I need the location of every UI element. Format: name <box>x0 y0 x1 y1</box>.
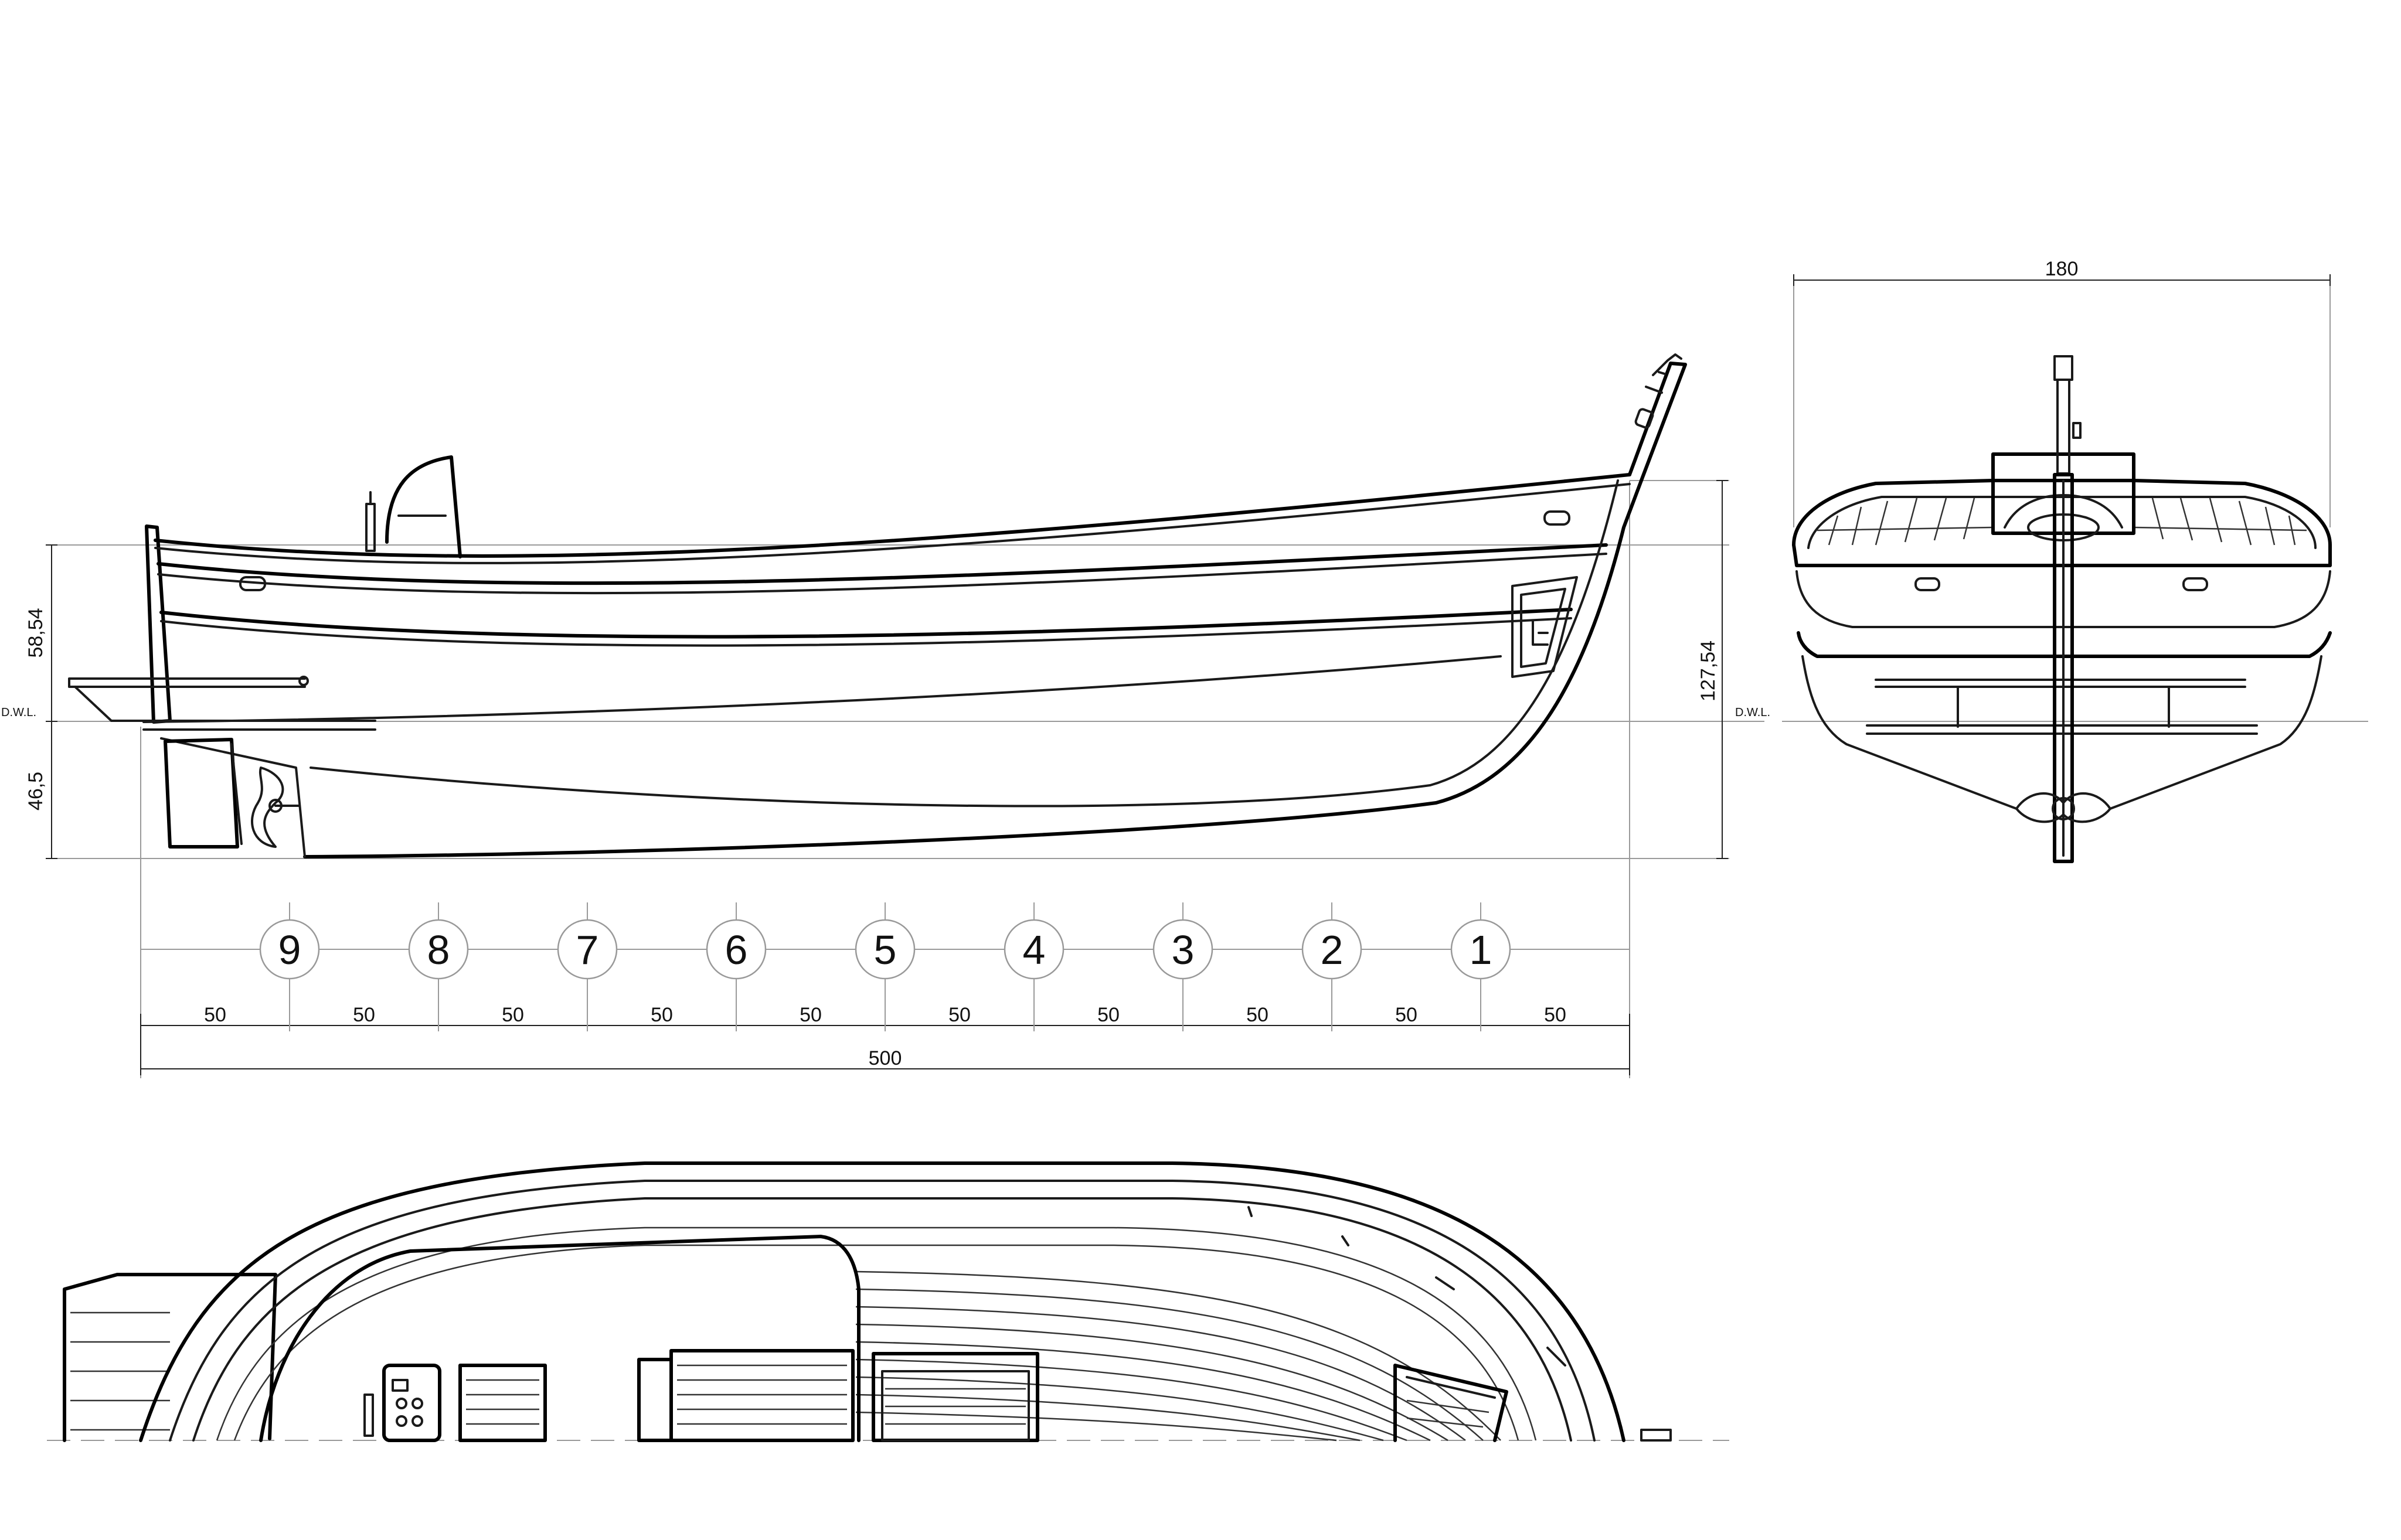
station-circle <box>706 919 767 980</box>
station-label: 1 <box>1470 927 1492 973</box>
station-label: 7 <box>576 927 599 973</box>
station-circle <box>1301 919 1362 980</box>
front-view: 180 D.W.L. <box>1735 258 2368 863</box>
segment-dimension-label: 50 <box>353 1004 375 1026</box>
station-circle <box>557 919 618 980</box>
station-label: 5 <box>874 927 897 973</box>
station-label: 3 <box>1172 927 1195 973</box>
segment-dimension-label: 50 <box>651 1004 673 1026</box>
beam-dimension: 180 <box>2045 258 2079 280</box>
segment-dimension-label: 50 <box>1097 1004 1120 1026</box>
plan-view <box>47 1161 1729 1442</box>
segment-dimension-label: 50 <box>800 1004 822 1026</box>
overall-length-dimension: 500 <box>869 1047 902 1069</box>
draft-dimension: 46,5 <box>25 772 47 810</box>
station-circle <box>855 919 916 980</box>
station-circle <box>259 919 320 980</box>
station-label: 9 <box>278 927 301 973</box>
station-dimension-chain: 50 50 50 50 50 50 50 50 50 50 9 8 7 6 5 4 3 2 1 500 <box>140 902 1630 1075</box>
station-circle <box>1152 919 1213 980</box>
station-circle <box>408 919 469 980</box>
height-dimension: 127,54 <box>1697 640 1719 701</box>
segment-dimension-label: 50 <box>948 1004 971 1026</box>
station-label: 2 <box>1321 927 1344 973</box>
segment-dimension-label: 50 <box>1246 1004 1268 1026</box>
station-label: 4 <box>1023 927 1046 973</box>
station-label: 8 <box>427 927 450 973</box>
freeboard-dimension: 58,54 <box>25 608 47 657</box>
dwl-label-right: D.W.L. <box>1735 706 1770 719</box>
dwl-label-left: D.W.L. <box>1 706 36 719</box>
segment-dimension-label: 50 <box>204 1004 226 1026</box>
segment-dimension-label: 50 <box>1544 1004 1566 1026</box>
segment-dimension-label: 50 <box>502 1004 524 1026</box>
station-circle <box>1004 919 1065 980</box>
station-circle <box>1450 919 1511 980</box>
side-profile-view: 58,54 46,5 D.W.L. 127,54 <box>1 353 1764 1078</box>
segment-dimension-label: 50 <box>1395 1004 1417 1026</box>
station-label: 6 <box>725 927 748 973</box>
